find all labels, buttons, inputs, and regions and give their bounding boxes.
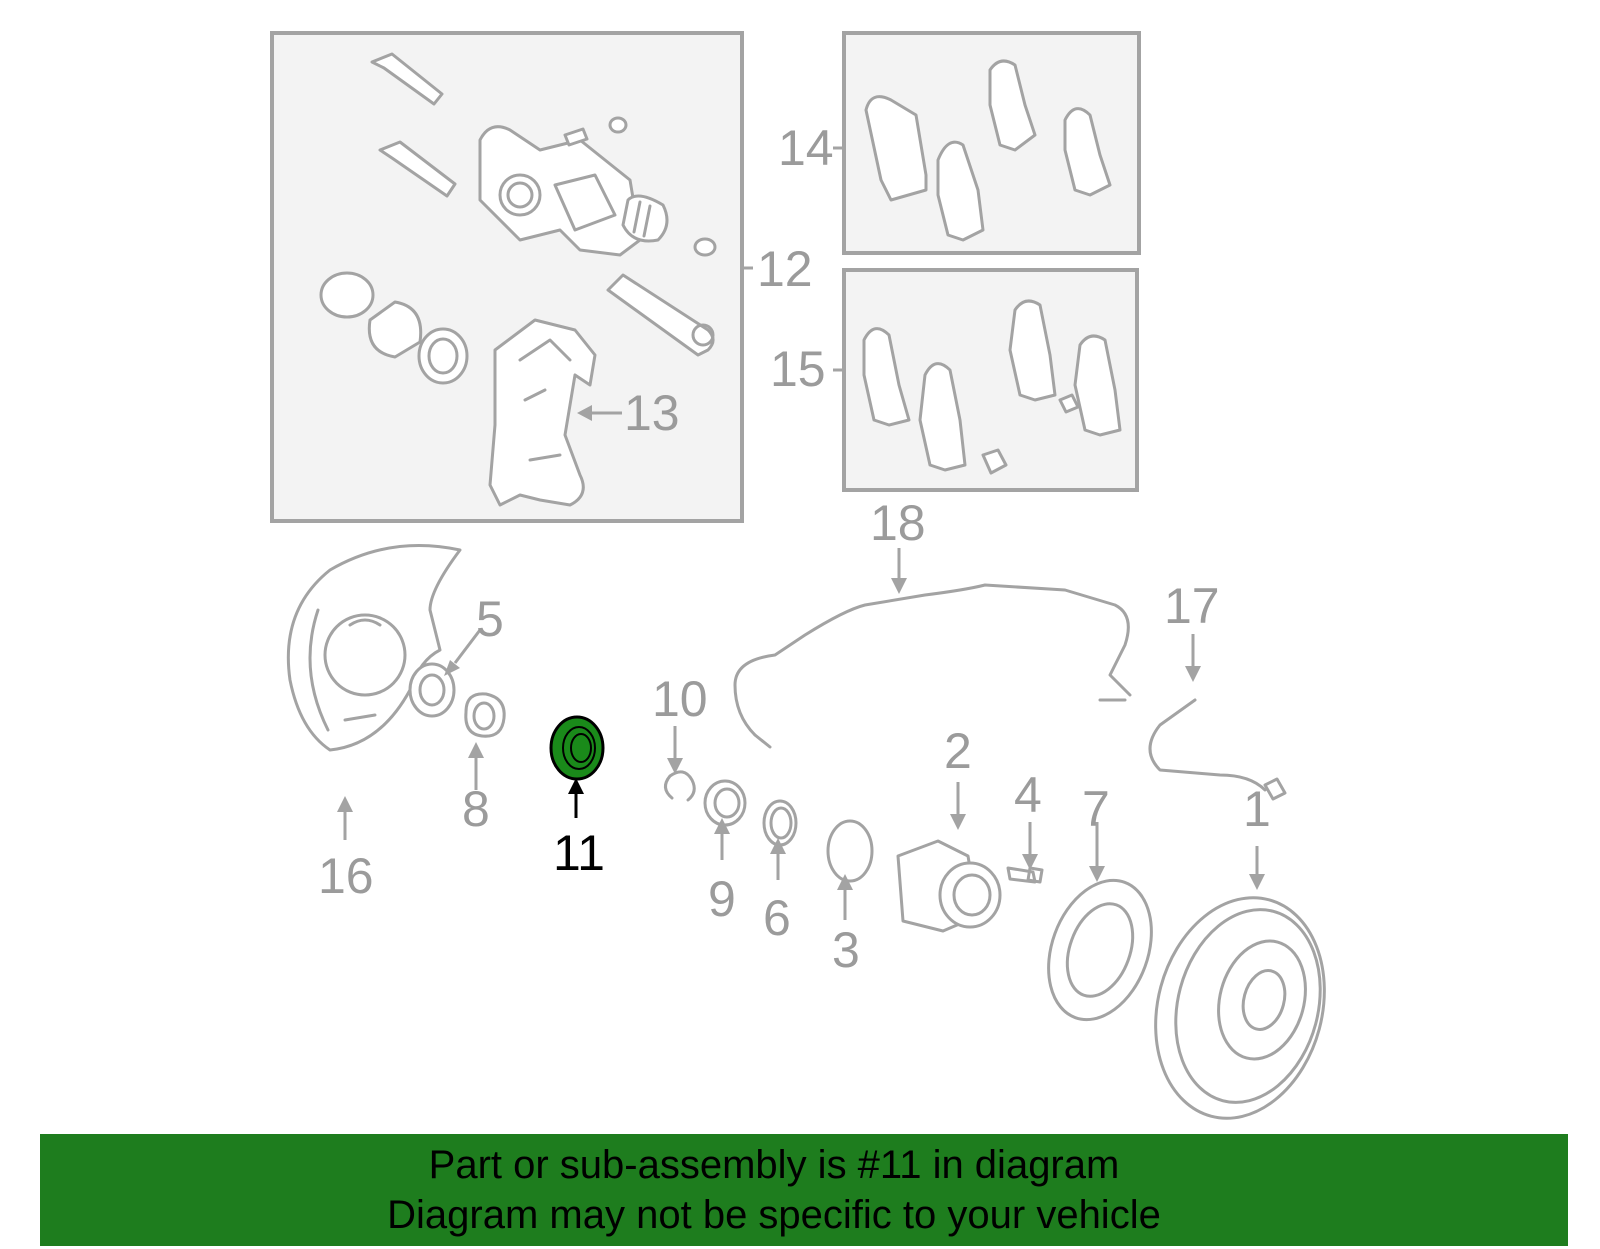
brake-hose-17 [1148,698,1267,792]
sensor-wire-18 [733,583,1132,737]
callout-7: 7 [1082,781,1110,837]
callout-12: 12 [757,241,813,297]
callout-4: 4 [1014,767,1042,823]
front-pads-box [842,31,1141,255]
callout-2: 2 [944,723,972,779]
rotor-1 [1154,896,1326,1120]
callout-17: 17 [1164,578,1220,634]
callout-18: 18 [870,495,926,551]
callout-3: 3 [832,922,860,978]
caliper-assembly-box [270,31,744,523]
callout-15: 15 [770,341,826,397]
leader-lines [337,146,1265,920]
callout-14: 14 [778,120,834,176]
callout-11-highlighted: 11 [553,825,605,881]
banner-line-1: Part or sub-assembly is #11 in diagram [428,1143,1120,1187]
snap-ring-10 [664,770,696,802]
backing-plate-16 [286,544,462,752]
seal-5 [408,662,456,718]
plate-7 [1047,878,1153,1022]
callout-8: 8 [462,781,490,837]
info-banner: Part or sub-assembly is #11 in diagram D… [40,1134,1568,1246]
callout-16: 16 [318,848,374,904]
callout-6: 6 [763,890,791,946]
banner-line-2: Diagram may not be specific to your vehi… [387,1193,1161,1237]
callout-9: 9 [708,871,736,927]
callout-5: 5 [476,591,504,647]
callout-1: 1 [1243,781,1271,837]
rear-pads-box [842,268,1139,492]
callout-10: 10 [652,671,708,727]
highlighted-part-11 [549,715,605,781]
o-ring-3 [826,819,874,883]
callout-13: 13 [624,385,680,441]
hub-2 [896,839,1002,933]
